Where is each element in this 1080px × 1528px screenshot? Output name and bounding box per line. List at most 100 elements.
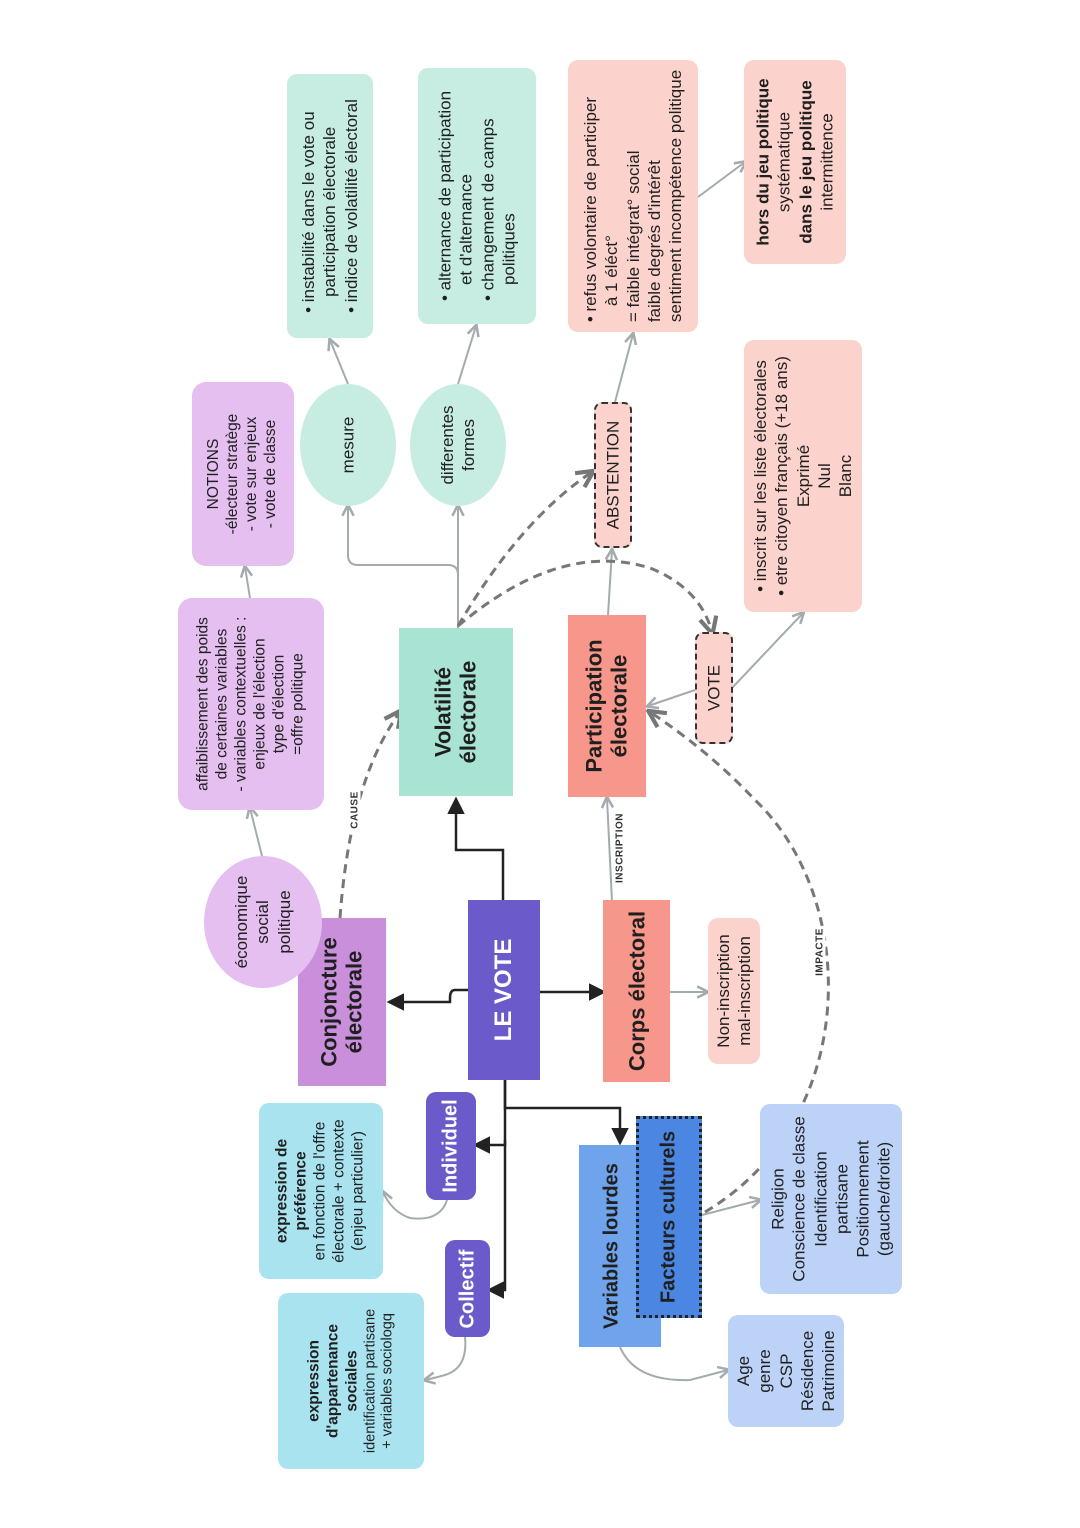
collectif-detail-box[interactable]: expression d'appartenance sociales ident… — [278, 1293, 424, 1469]
individuel-detail-5: (enjeu particulier) — [349, 1131, 367, 1251]
individuel-detail-box[interactable]: expression de préférence en fonction de … — [259, 1103, 383, 1279]
link-facteurs-detail — [701, 1200, 760, 1216]
culturel-religion: Religion — [768, 1168, 788, 1230]
formes-label-2: formes — [459, 419, 478, 471]
link-mesure-detail — [330, 340, 349, 385]
link-formes-detail — [457, 326, 476, 385]
participation-title-2: électorale — [607, 654, 632, 758]
formes-detail-box[interactable]: • alternance de participation et d'alter… — [418, 68, 536, 324]
vote-detail-nul: Nul — [814, 463, 834, 489]
volatilite-node[interactable]: Volatilité électorale — [399, 628, 513, 796]
abstention-detail-2: à 1 éléct° — [602, 235, 622, 307]
participation-node[interactable]: Participation électorale — [568, 615, 646, 797]
link-abstention-detail — [614, 334, 633, 403]
link-variables-detail — [619, 1346, 728, 1382]
corps-electoral-title: Corps électoral — [623, 910, 649, 1072]
abstention-detail-3: = faible intégrat° social — [623, 150, 643, 323]
vote-detail-exprime: Exprimé — [793, 444, 813, 508]
impacte-label: IMPACTE — [814, 926, 826, 978]
facteurs-culturels-node[interactable]: Facteurs culturels — [636, 1116, 702, 1318]
notion-vote-enjeux: - vote sur enjeux — [243, 416, 260, 532]
formes-label-1: differentes — [437, 405, 457, 485]
vote-detail-box[interactable]: • inscrit sur les liste électorales • et… — [744, 340, 862, 612]
formes-bubble[interactable]: differentes formes — [410, 384, 506, 506]
abstention-type-intermittence: intermittence — [817, 113, 837, 211]
abstention-detail-4: faible degrés d'intérêt — [644, 160, 664, 323]
notions-box[interactable]: NOTIONS -électeur stratège - vote sur en… — [192, 382, 294, 566]
vote-detail-1: • inscrit sur les liste électorales — [750, 360, 770, 592]
mesure-detail-box[interactable]: • instabilité dans le vote ou participat… — [287, 74, 373, 338]
abstention-detail-5: sentiment incompétence politique — [665, 69, 685, 323]
le-vote-node[interactable]: LE VOTE — [468, 900, 540, 1080]
participation-title-1: Participation — [581, 639, 607, 773]
link-vote-collectif — [486, 1140, 507, 1299]
vote-detail-blanc: Blanc — [835, 454, 855, 498]
conjoncture-dimensions-bubble[interactable]: économique social politique — [204, 856, 322, 988]
link-vote-volatilite — [447, 796, 505, 900]
vote-node[interactable]: VOTE — [695, 632, 733, 744]
abstention-detail-1: • refus volontaire de participer — [580, 96, 600, 323]
lourde-genre: genre — [755, 1349, 775, 1393]
facteurs-culturels-title: Facteurs culturels — [657, 1130, 680, 1304]
culturel-positionnement: Positionnement — [853, 1140, 873, 1258]
individuel-detail-2: préférence — [292, 1151, 310, 1231]
individuel-detail-4: électorale + contexte — [330, 1119, 348, 1263]
conjoncture-detail-4: enjeux de l'élection — [251, 638, 268, 770]
volatilite-title-1: Volatilité — [430, 666, 456, 758]
lourde-age: Age — [733, 1355, 753, 1387]
collectif-detail-3: sociales — [343, 1350, 361, 1412]
mal-inscription: mal-inscription — [735, 936, 754, 1046]
mesure-bubble[interactable]: mesure — [300, 384, 396, 506]
collectif-label: Collectif — [456, 1249, 478, 1328]
formes-detail-3: • changement de camps — [478, 118, 497, 302]
vote-label: VOTE — [704, 664, 724, 712]
abstention-type-hors-jeu: hors du jeu politique — [753, 78, 773, 246]
facteurs-culturels-detail-box[interactable]: Religion Conscience de classe Identifica… — [760, 1104, 902, 1294]
collectif-detail-4: identification partisane — [361, 1308, 378, 1454]
inscription-label: INSCRIPTION — [614, 811, 626, 885]
link-corps-participation — [607, 798, 612, 903]
lourde-patrimoine: Patrimoine — [818, 1330, 838, 1412]
variables-lourdes-detail-box[interactable]: Age genre CSP Résidence Patrimoine — [728, 1315, 844, 1427]
conjoncture-detail-1: affaiblissement des poids — [194, 617, 212, 791]
vote-detail-2: • etre citoyen français (+18 ans) — [772, 356, 792, 596]
collectif-detail-2: d'appartenance — [324, 1324, 342, 1438]
lourde-csp: CSP — [776, 1353, 796, 1389]
collectif-node[interactable]: Collectif — [445, 1240, 490, 1337]
link-individuel-detail — [383, 1192, 448, 1220]
mesure-detail-1: • instabilité dans le vote ou — [299, 111, 319, 313]
mesure-detail-3: • indice de volatilité électoral — [341, 99, 361, 313]
individuel-label: Individuel — [439, 1099, 462, 1193]
abstention-node[interactable]: ABSTENTION — [594, 402, 632, 548]
dimension-politique: politique — [274, 890, 294, 954]
culturel-conscience-classe: Conscience de classe — [789, 1116, 809, 1282]
formes-detail-2: et d'alternance — [456, 174, 476, 286]
dimension-social: social — [253, 900, 273, 944]
link-vote-individuel — [472, 1080, 507, 1154]
abstention-type-dans-jeu: dans le jeu politique — [796, 80, 815, 244]
link-abstention-types — [697, 162, 745, 198]
collectif-detail-5: + variables sociologq — [379, 1313, 396, 1449]
variables-lourdes-title: Variables lourdes — [600, 1163, 623, 1329]
conjoncture-detail-6: =offre politique — [288, 653, 306, 755]
abstention-detail-box[interactable]: • refus volontaire de participer à 1 élé… — [568, 60, 698, 332]
conjoncture-title-1: Conjoncture — [316, 937, 342, 1067]
culturel-identification: Identification — [810, 1151, 830, 1247]
conjoncture-detail-2: de certaines variables — [213, 628, 231, 780]
le-vote-title: LE VOTE — [490, 938, 518, 1042]
notion-vote-classe: - vote de classe — [261, 419, 279, 529]
link-vote-variables — [503, 1080, 629, 1146]
culturel-partisane: partisane — [832, 1164, 851, 1234]
conjoncture-detail-box[interactable]: affaiblissement des poids de certaines v… — [178, 598, 324, 810]
link-volatilite-abstention — [456, 472, 592, 627]
individuel-node[interactable]: Individuel — [426, 1092, 476, 1200]
abstention-types-box[interactable]: hors du jeu politique systématique dans … — [744, 60, 846, 264]
volatilite-title-2: électorale — [456, 660, 481, 764]
link-detail-notions — [245, 567, 250, 599]
culturel-gauche-droite: (gauche/droite) — [874, 1141, 894, 1257]
abstention-type-systematique: systématique — [774, 111, 794, 213]
corps-electoral-node[interactable]: Corps électoral — [603, 900, 670, 1082]
corps-detail-box[interactable]: Non-inscription mal-inscription — [708, 918, 760, 1064]
